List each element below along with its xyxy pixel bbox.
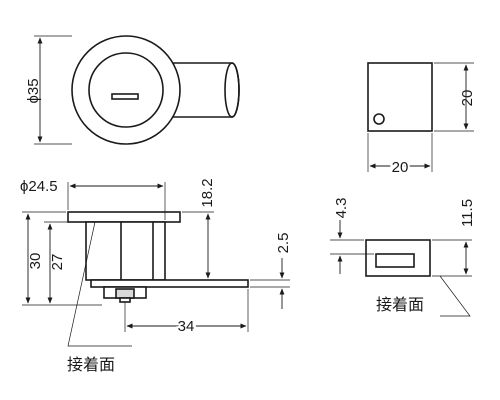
side-block bbox=[367, 62, 433, 132]
front-diameter-label: ϕ35 bbox=[25, 78, 42, 103]
front-inner-circle bbox=[88, 52, 164, 128]
section-contact-leader bbox=[67, 221, 132, 347]
side-hole bbox=[373, 113, 385, 125]
front-outer-circle bbox=[71, 35, 181, 145]
strike-top-gap-label: 4.3 bbox=[333, 198, 350, 219]
lock-flange bbox=[67, 211, 181, 223]
strike-contact-label: 接着面 bbox=[376, 295, 424, 314]
plate-thickness-label: 2.5 bbox=[275, 233, 292, 254]
side-height-label: 20 bbox=[459, 90, 476, 107]
body-height-label: 18.2 bbox=[199, 178, 216, 207]
strike-slot bbox=[375, 253, 415, 268]
lock-nut-core bbox=[115, 288, 135, 299]
side-width-label: 20 bbox=[392, 159, 409, 176]
strike-contact-leader bbox=[439, 275, 471, 317]
flange-dia-label: ϕ24.5 bbox=[20, 178, 58, 195]
section-view: ϕ24.5 18.2 2.5 30 27 34 接着面 bbox=[20, 178, 292, 374]
strike-view: 4.3 11.5 接着面 bbox=[330, 198, 476, 317]
total-height-label: 30 bbox=[27, 253, 44, 270]
cam-length-label: 34 bbox=[178, 318, 195, 335]
front-view: ϕ35 bbox=[25, 35, 240, 145]
section-contact-label: 接着面 bbox=[67, 355, 115, 374]
front-tail-end bbox=[224, 62, 240, 118]
strike-height-label: 11.5 bbox=[459, 199, 476, 227]
key-slot bbox=[111, 93, 139, 100]
cam-plate bbox=[90, 279, 249, 288]
inner-height-label: 27 bbox=[49, 254, 66, 271]
side-view: 20 20 bbox=[367, 62, 476, 178]
